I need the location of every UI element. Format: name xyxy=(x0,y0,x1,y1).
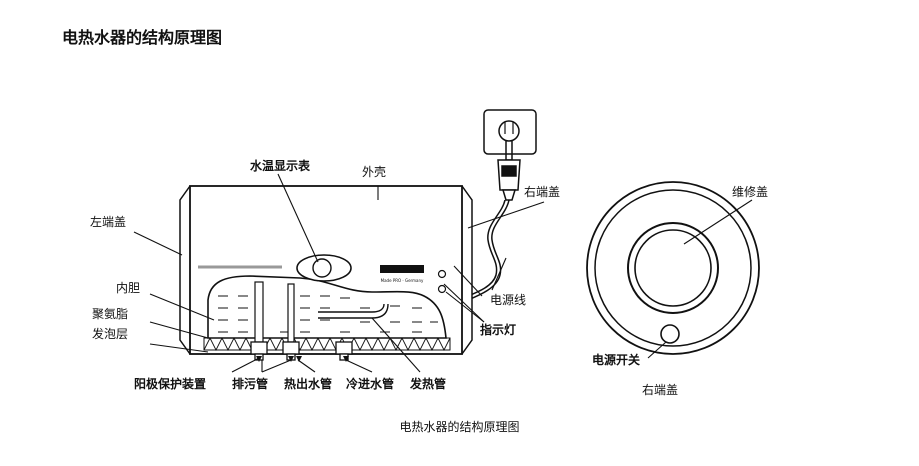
page-heading: 电热水器的结构原理图 xyxy=(62,28,223,47)
right-end-cap xyxy=(461,185,473,355)
label-thermometer: 水温显示表 xyxy=(250,158,311,173)
nameplate: STIEBEL ELTRON Made PRO · Germany xyxy=(380,265,424,283)
label-insulation-2: 发泡层 xyxy=(92,326,128,341)
label-right-cap-side: 右端盖 xyxy=(524,184,560,199)
figure-caption: 电热水器的结构原理图 xyxy=(399,420,520,434)
label-left-cap: 左端盖 xyxy=(90,214,126,229)
power-switch xyxy=(660,324,680,344)
label-cold-in: 冷进水管 xyxy=(346,376,394,391)
label-drain: 排污管 xyxy=(232,376,268,391)
label-inner-tank: 内胆 xyxy=(116,281,140,295)
water-lines xyxy=(218,295,438,333)
nameplate-sub: Made PRO · Germany xyxy=(381,278,424,283)
label-insulation-1: 聚氨脂 xyxy=(92,306,128,321)
thermometer-gauge xyxy=(296,254,352,282)
inner-tank xyxy=(207,275,447,339)
label-hot-out: 热出水管 xyxy=(284,376,332,391)
label-power-switch: 电源开关 xyxy=(592,352,640,367)
nameplate-brand: STIEBEL ELTRON xyxy=(381,268,423,274)
indicator-lights xyxy=(437,269,447,294)
label-shell: 外壳 xyxy=(362,165,386,179)
power-plug xyxy=(497,140,521,201)
label-right-cap-front: 右端盖 xyxy=(642,382,678,397)
power-cord xyxy=(467,199,510,301)
label-heater: 发热管 xyxy=(409,376,446,391)
insulation-layer xyxy=(203,336,451,352)
left-end-cap xyxy=(179,185,191,355)
anode-rod xyxy=(254,281,264,343)
leader-lines xyxy=(133,173,545,373)
label-indicator: 指示灯 xyxy=(480,322,516,337)
label-anode: 阳极保护装置 xyxy=(134,376,206,391)
label-service-cover: 维修盖 xyxy=(732,184,768,199)
label-power-cord: 电源线 xyxy=(490,293,526,307)
wall-socket xyxy=(483,109,537,155)
right-cap-front-view xyxy=(586,181,760,359)
hot-out-pipe xyxy=(287,283,295,343)
